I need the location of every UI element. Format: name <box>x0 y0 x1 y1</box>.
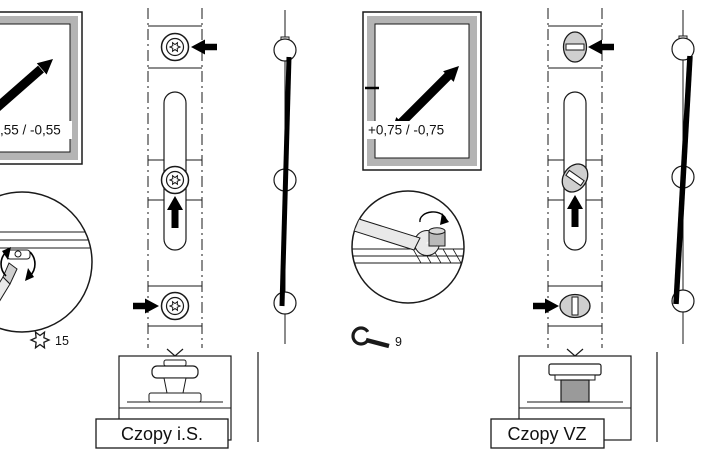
panel-right: +0,75 / -0,75 <box>351 8 695 449</box>
caption-left: Czopy i.S. <box>95 418 229 449</box>
adjustment-range-left: ,55 / -0,55 <box>0 123 61 138</box>
cam-pin-is-bottom <box>160 291 190 321</box>
arrow-left-icon <box>191 39 217 55</box>
tilt-window-icon-left: ,55 / -0,55 <box>0 11 83 165</box>
locking-strip-left <box>133 8 217 357</box>
detail-view-wrench-adjustment <box>351 190 465 304</box>
cam-pin-is-middle <box>160 165 190 195</box>
tool-spec-left: 15 <box>29 330 69 350</box>
adjustment-bar <box>673 55 693 305</box>
rotation-arrows-icon <box>0 247 36 281</box>
adjustment-range-indicator-left <box>273 10 297 344</box>
adjustment-range-indicator-right <box>671 10 695 344</box>
vz-pin-block <box>560 379 590 403</box>
caption-left-label: Czopy i.S. <box>121 424 203 444</box>
cam-pin-is-top <box>160 32 190 62</box>
rail-end-mark <box>166 348 184 357</box>
detail-circle <box>0 191 93 333</box>
profile-cross-section <box>0 231 92 332</box>
torx-size-label: 15 <box>55 334 69 348</box>
arrow-right-icon <box>533 298 559 314</box>
wrench-icon <box>351 326 390 349</box>
arrow-right-icon <box>133 298 159 314</box>
caption-right: Czopy VZ <box>490 418 605 449</box>
profile-cross-section <box>352 211 464 264</box>
panel-left: ,55 / -0,55 <box>0 8 297 449</box>
detail-view-torx-adjustment <box>0 191 93 333</box>
tilt-window-icon-right: +0,75 / -0,75 <box>362 11 482 171</box>
arrow-up-icon <box>167 196 183 228</box>
caption-right-label: Czopy VZ <box>507 424 586 444</box>
tool-spec-right: 9 <box>351 326 402 349</box>
cam-pin-vz-top <box>562 31 588 63</box>
torx-icon <box>29 330 51 350</box>
cam-pin-vz-bottom <box>559 293 591 319</box>
column-dividers <box>257 352 658 442</box>
wrench-size-label: 9 <box>395 335 402 349</box>
locking-strip-right <box>533 8 614 357</box>
arrow-up-icon <box>567 195 583 227</box>
rail-segment-lines <box>548 25 602 327</box>
cam-pin-vz-middle <box>561 163 589 193</box>
adjustment-range-right: +0,75 / -0,75 <box>368 123 444 138</box>
adjustment-bar <box>279 56 292 307</box>
arrow-left-icon <box>588 39 614 55</box>
tilt-turn-arrow-icon <box>0 59 53 111</box>
rail-end-mark <box>566 348 584 357</box>
